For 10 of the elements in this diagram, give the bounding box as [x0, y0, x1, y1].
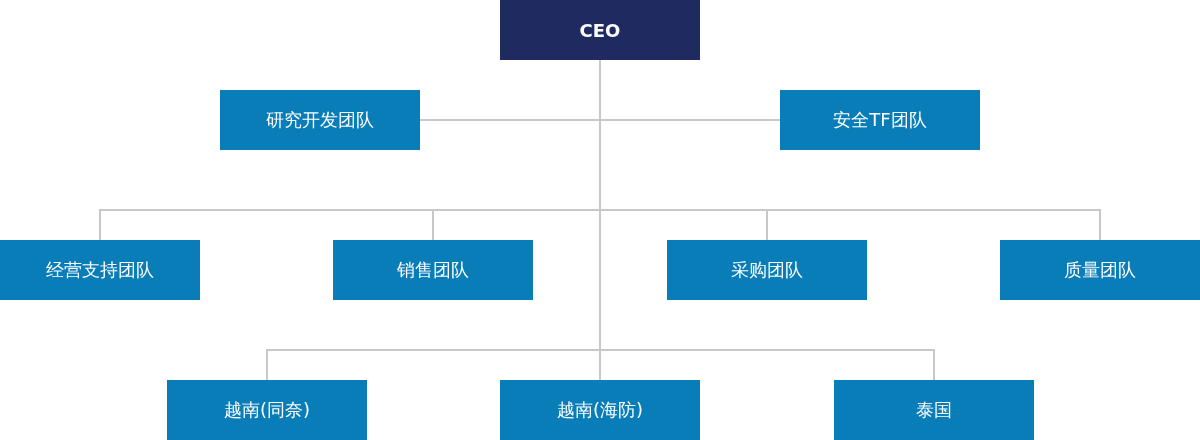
team-box: 销售团队 [333, 240, 533, 300]
team-box: 经营支持团队 [0, 240, 200, 300]
team-box: 越南(同奈) [167, 380, 367, 440]
team-box: 越南(海防) [500, 380, 700, 440]
team-box: 安全TF团队 [780, 90, 980, 150]
ceo-box: CEO [500, 0, 700, 60]
team-box: 泰国 [834, 380, 1034, 440]
team-box: 采购团队 [667, 240, 867, 300]
team-box: 研究开发团队 [220, 90, 420, 150]
team-box: 质量团队 [1000, 240, 1200, 300]
